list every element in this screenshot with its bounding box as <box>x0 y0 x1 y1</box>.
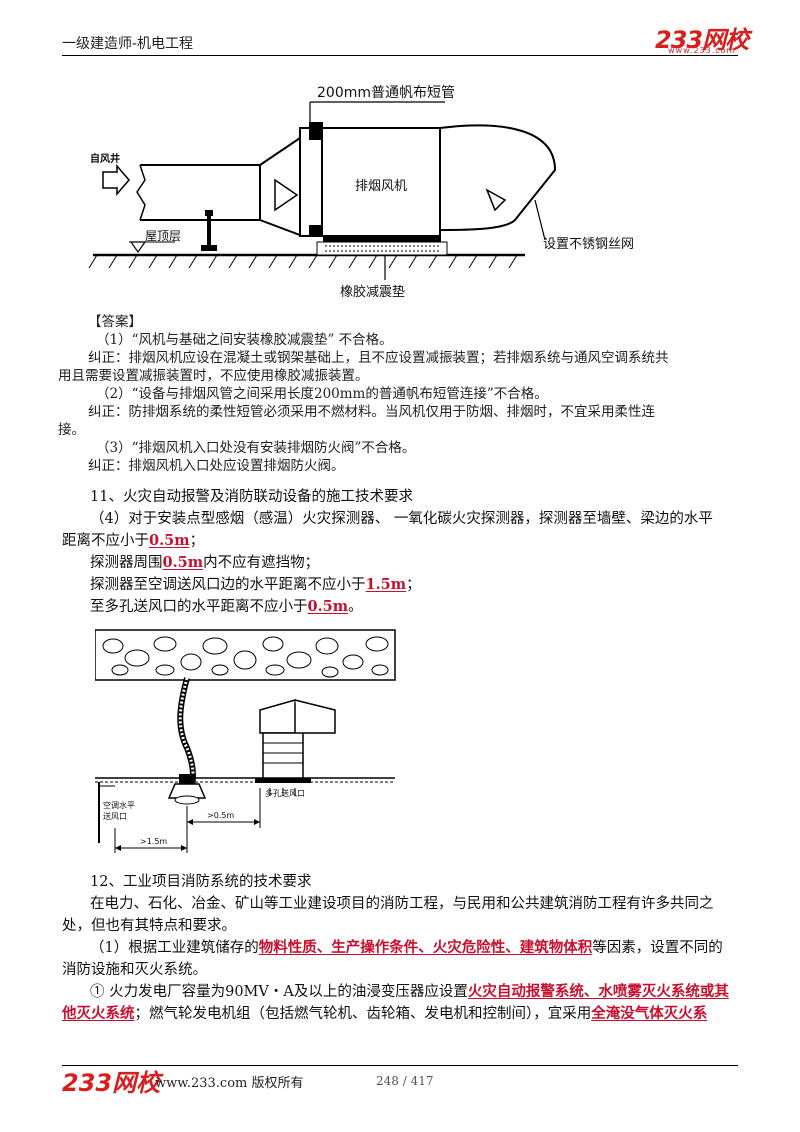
highlight-value: 1.5m <box>365 576 407 593</box>
highlight-value: 0.5m <box>307 598 349 615</box>
dimension-label-one-half: >1.5m <box>140 837 167 846</box>
paragraph: 消防设施和灭火系统。 <box>62 962 207 978</box>
fan-label: 排烟风机 <box>355 179 407 194</box>
paragraph: （1）根据工业建筑储存的物料性质、生产操作条件、火灾危险性、建筑物体积等因素，设… <box>90 939 723 956</box>
page-number: 248 / 417 <box>376 1074 434 1088</box>
paragraph: 至多孔送风口的水平距离不应小于0.5m。 <box>90 598 363 615</box>
paragraph: 距离不应小于0.5m； <box>62 532 205 549</box>
answer-line: 用且需要设置减振装置时，不应使用橡胶减振装置。 <box>58 368 369 384</box>
highlight-value: 0.5m <box>162 554 204 571</box>
answer-block: 【答案】 （1）“风机与基础之间安装橡胶减震垫” 不合格。 纠正：排烟风机应设在… <box>58 313 748 475</box>
paragraph: 在电力、石化、冶金、矿山等工业建设项目的消防工程，与民用和公共建筑消防工程有许多… <box>90 896 714 912</box>
highlight-value: 他灭火系统 <box>62 1005 135 1022</box>
footer-logo: 233网校 <box>62 1069 161 1097</box>
highlight-value: 0.5m <box>149 532 190 549</box>
answer-line: （2）“设备与排烟风管之间采用长度200mm的普通帆布短管连接”不合格。 <box>96 386 548 402</box>
roof-label: 屋顶层 <box>145 229 181 243</box>
answer-heading: 【答案】 <box>88 314 142 330</box>
footer-rule <box>62 1065 738 1066</box>
brand-logo-url: www.233.com <box>668 46 736 55</box>
answer-line: 纠正：排烟风机入口处应设置排烟防火阀。 <box>88 458 345 474</box>
section-heading: 12、工业项目消防系统的技术要求 <box>90 874 312 890</box>
section-heading: 11、火灾自动报警及消防联动设备的施工技术要求 <box>90 489 413 505</box>
highlight-value: 火灾自动报警系统、水喷雾灭火系统或其 <box>467 983 729 1000</box>
exhaust-fan-diagram: 排烟风机 200mm普通帆布短管 自风井 屋顶层 设置不锈钢丝网 橡胶减震垫 <box>88 85 634 300</box>
paragraph: （4）对于安装点型感烟（感温）火灾探测器、 一氧化碳火灾探测器，探测器至墙壁、梁… <box>90 511 713 527</box>
paragraph: ① 火力发电厂容量为90MV・A及以上的油浸变压器应设置火灾自动报警系统、水喷雾… <box>90 983 729 1000</box>
document-header-title: 一级建造师-机电工程 <box>62 36 194 52</box>
paragraph: 探测器至空调送风口边的水平距离不应小于1.5m； <box>90 576 421 593</box>
inlet-label: 自风井 <box>90 152 120 165</box>
answer-line: 纠正：防排烟系统的柔性短管必须采用不燃材料。当风机仅用于防烟、排烟时，不宜采用柔… <box>88 404 655 420</box>
highlight-value: 物料性质、生产操作条件、火灾危险性、建筑物体积 <box>258 939 593 956</box>
dimension-label-half: >0.5m <box>207 811 234 820</box>
answer-line: 纠正：排烟风机应设在混凝土或钢架基础上，且不应设置减振装置；若排烟系统与通风空调… <box>88 350 669 366</box>
ac-outlet-label: 空调水平 <box>103 800 135 810</box>
porous-outlet-label: 多孔送风口 <box>265 788 305 798</box>
paragraph: 探测器周围0.5m内不应有遮挡物； <box>90 554 320 571</box>
section-12: 12、工业项目消防系统的技术要求 在电力、石化、冶金、矿山等工业建设项目的消防工… <box>62 871 742 1025</box>
paragraph: 处，但也有其特点和要求。 <box>62 918 236 934</box>
detector-placement-diagram: 空调水平 送风口 >0.5m >1.5m 多孔送风口 <box>95 629 396 853</box>
brand-logo: 233网校 <box>655 26 749 54</box>
section-11: 11、火灾自动报警及消防联动设备的施工技术要求 （4）对于安装点型感烟（感温）火… <box>62 486 742 618</box>
canvas-pipe-label: 200mm普通帆布短管 <box>317 85 455 101</box>
highlight-value: 全淹没气体灭火系 <box>591 1005 708 1022</box>
paragraph: 他灭火系统；燃气轮发电机组（包括燃气轮机、齿轮箱、发电机和控制间），宜采用全淹没… <box>62 1005 708 1022</box>
ac-outlet-label-2: 送风口 <box>103 811 127 821</box>
mesh-label: 设置不锈钢丝网 <box>543 237 634 252</box>
answer-line: （3）“排烟风机入口处没有安装排烟防火阀”不合格。 <box>96 440 416 456</box>
answer-line: （1）“风机与基础之间安装橡胶减震垫” 不合格。 <box>96 332 393 348</box>
footer-copyright: www.233.com 版权所有 <box>155 1076 304 1091</box>
answer-line: 接。 <box>58 422 85 438</box>
header-rule <box>62 55 738 56</box>
rubber-pad-label: 橡胶减震垫 <box>340 284 405 300</box>
